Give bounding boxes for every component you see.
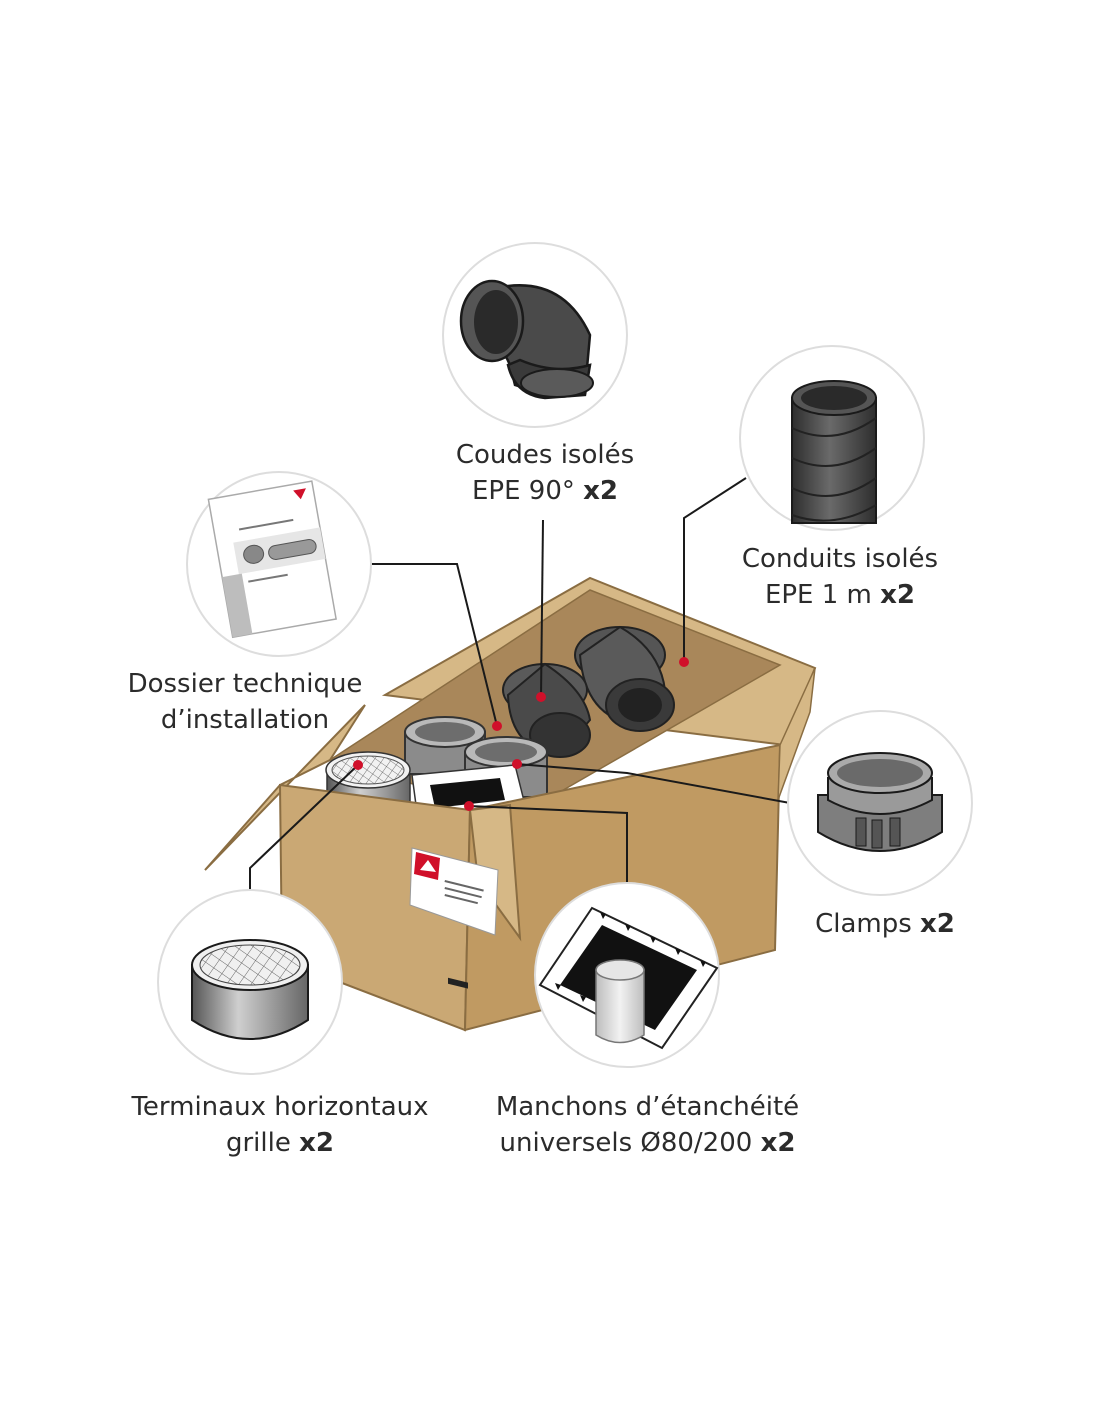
marker-dots xyxy=(353,657,689,811)
marker-dot-dossier xyxy=(492,721,502,731)
label-clamps: Clamps x2 xyxy=(810,906,960,942)
leader-dossier xyxy=(370,563,498,727)
label-manchons: Manchons d’étanchéité universels Ø80/200… xyxy=(480,1089,815,1161)
label-conduits-line1: Conduits isolés xyxy=(741,544,939,574)
label-conduits-line2: EPE 1 m xyxy=(764,580,872,610)
label-terminaux-qty: x2 xyxy=(299,1128,334,1158)
sealing-sleeve-icon xyxy=(534,882,720,1068)
label-coudes-line2: EPE 90° xyxy=(471,476,575,506)
marker-dot-manchons xyxy=(464,801,474,811)
label-dossier-line2: d’installation xyxy=(160,705,330,735)
box-product-label xyxy=(409,847,499,989)
elbow-pipe-icon xyxy=(442,242,628,428)
label-coudes: Coudes isolés EPE 90° x2 xyxy=(430,437,660,509)
marker-dot-coudes xyxy=(536,692,546,702)
leader-lines xyxy=(249,477,791,890)
label-manchons-line1: Manchons d’étanchéité xyxy=(495,1092,800,1122)
box-contents xyxy=(325,625,675,821)
marker-dot-clamps xyxy=(512,759,522,769)
manual-document-icon xyxy=(186,471,372,657)
label-coudes-qty: x2 xyxy=(583,476,619,506)
insulated-duct-icon xyxy=(739,345,925,531)
box-grille-terminal xyxy=(325,751,411,815)
leader-manchons xyxy=(468,805,628,885)
box-clamps xyxy=(404,716,548,798)
marker-dot-conduits xyxy=(679,657,689,667)
label-terminaux-line1: Terminaux horizontaux xyxy=(131,1092,429,1122)
leader-coudes xyxy=(540,519,544,698)
leader-clamps xyxy=(516,763,791,804)
marker-dot-terminaux xyxy=(353,760,363,770)
label-terminaux: Terminaux horizontaux grille x2 xyxy=(125,1089,435,1161)
label-dossier-line1: Dossier technique xyxy=(127,669,363,699)
label-manchons-line2: universels Ø80/200 xyxy=(499,1128,753,1158)
label-coudes-line1: Coudes isolés xyxy=(455,440,635,470)
label-clamps-qty: x2 xyxy=(920,909,955,939)
label-dossier: Dossier technique d’installation xyxy=(120,666,370,738)
label-manchons-qty: x2 xyxy=(760,1128,796,1158)
label-conduits: Conduits isolés EPE 1 m x2 xyxy=(730,541,950,613)
leader-conduits xyxy=(683,477,747,662)
label-conduits-qty: x2 xyxy=(880,580,916,610)
label-terminaux-line2: grille xyxy=(225,1128,291,1158)
label-clamps-line1: Clamps xyxy=(815,909,912,939)
clamp-ring-icon xyxy=(787,710,973,896)
leader-terminaux xyxy=(249,764,359,890)
grille-terminal-icon xyxy=(157,889,343,1075)
